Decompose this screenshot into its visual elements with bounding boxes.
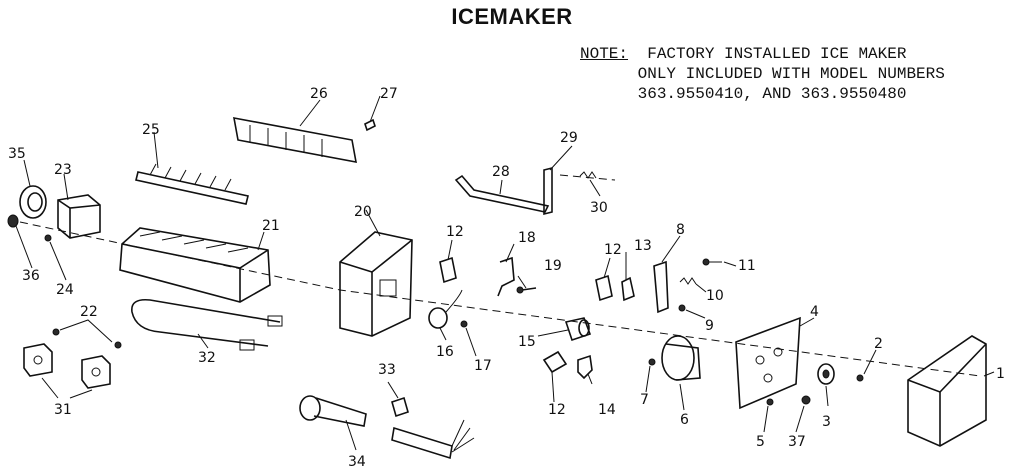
part-21-mold: [119, 227, 271, 303]
callout-35: 35: [8, 146, 26, 162]
part-29-arm-bracket: [543, 166, 553, 216]
callout-9: 9: [705, 318, 714, 334]
callout-17: 17: [474, 358, 492, 374]
part-32-heater: [131, 298, 283, 351]
part-13-clip: [621, 276, 635, 302]
part-34-fill-tube: [299, 395, 367, 427]
part-12b-switch: [595, 274, 613, 302]
part-14-clip: [577, 354, 593, 380]
callout-20: 20: [354, 204, 372, 220]
part-30-spring: [579, 171, 597, 179]
callout-12a: 12: [446, 224, 464, 240]
callout-14: 14: [598, 402, 616, 418]
callout-34: 34: [348, 454, 366, 470]
callout-36: 36: [22, 268, 40, 284]
part-3-knob: [817, 363, 835, 385]
callout-numbers: 1 2 3 4 5 6 7 8 9 10 11 12 12 12 13 14 1…: [8, 86, 1005, 470]
part-4-mounting-plate: [735, 316, 801, 410]
callout-22: 22: [80, 304, 98, 320]
part-37-nut: [801, 395, 811, 405]
part-20-housing: [339, 231, 413, 337]
callout-16: 16: [436, 344, 454, 360]
part-17-screw: [460, 320, 468, 328]
part-23-cover: [57, 194, 101, 239]
part-wire-harness: [391, 419, 475, 460]
part-10-spring: [679, 277, 697, 285]
part-7-screw: [648, 358, 656, 366]
callout-29: 29: [560, 130, 578, 146]
callout-1: 1: [996, 366, 1005, 382]
callout-5: 5: [756, 434, 765, 450]
leader-lines: [15, 95, 995, 451]
callout-13: 13: [634, 238, 652, 254]
callout-11: 11: [738, 258, 756, 274]
part-22-screws: [52, 319, 122, 349]
note-label: NOTE:: [580, 45, 629, 63]
part-24-screw: [44, 234, 52, 242]
part-9-screw: [678, 304, 686, 312]
assembly-axis-main: [19, 221, 981, 377]
callout-24: 24: [56, 282, 74, 298]
callout-26: 26: [310, 86, 328, 102]
part-31-brackets: [23, 343, 111, 399]
callout-18: 18: [518, 230, 536, 246]
part-28-shutoff-arm: [454, 174, 550, 213]
part-19-screw: [516, 286, 537, 294]
callout-10: 10: [706, 288, 724, 304]
callout-25: 25: [142, 122, 160, 138]
part-6-motor: [661, 335, 701, 381]
part-33-fitting: [391, 396, 409, 418]
part-11-screw: [702, 258, 722, 266]
callout-28: 28: [492, 164, 510, 180]
callout-19: 19: [544, 258, 562, 274]
callout-31: 31: [54, 402, 72, 418]
part-15-coil: [564, 317, 592, 342]
callout-37: 37: [788, 434, 806, 450]
part-12a-switch: [439, 256, 457, 284]
part-12c-switch: [542, 350, 568, 374]
callout-12b: 12: [604, 242, 622, 258]
part-8-bracket: [653, 260, 669, 314]
part-36-nut: [7, 214, 19, 228]
note-line-2: ONLY INCLUDED WITH MODEL NUMBERS: [637, 65, 945, 83]
callout-23: 23: [54, 162, 72, 178]
part-25-ejector: [135, 163, 249, 205]
part-26-stripper: [233, 117, 357, 163]
part-35-seal: [19, 185, 47, 219]
callout-7: 7: [640, 392, 649, 408]
part-5-screw: [766, 398, 774, 406]
part-18-lever: [497, 256, 515, 297]
callout-15: 15: [518, 334, 536, 350]
note-line-3: 363.9550410, AND 363.9550480: [637, 85, 907, 103]
part-1-front-cover: [907, 335, 987, 447]
callout-27: 27: [380, 86, 398, 102]
model-note: NOTE: FACTORY INSTALLED ICE MAKER ONLY I…: [580, 44, 945, 104]
callout-12c: 12: [548, 402, 566, 418]
part-16-thermostat: [428, 289, 463, 329]
part-2-screw: [856, 374, 864, 382]
callout-4: 4: [810, 304, 819, 320]
note-line-1: FACTORY INSTALLED ICE MAKER: [647, 45, 907, 63]
callout-2: 2: [874, 336, 883, 352]
callout-21: 21: [262, 218, 280, 234]
callout-6: 6: [680, 412, 689, 428]
callout-33: 33: [378, 362, 396, 378]
callout-3: 3: [822, 414, 831, 430]
callout-8: 8: [676, 222, 685, 238]
callout-32: 32: [198, 350, 216, 366]
diagram-title: ICEMAKER: [451, 4, 573, 29]
callout-30: 30: [590, 200, 608, 216]
